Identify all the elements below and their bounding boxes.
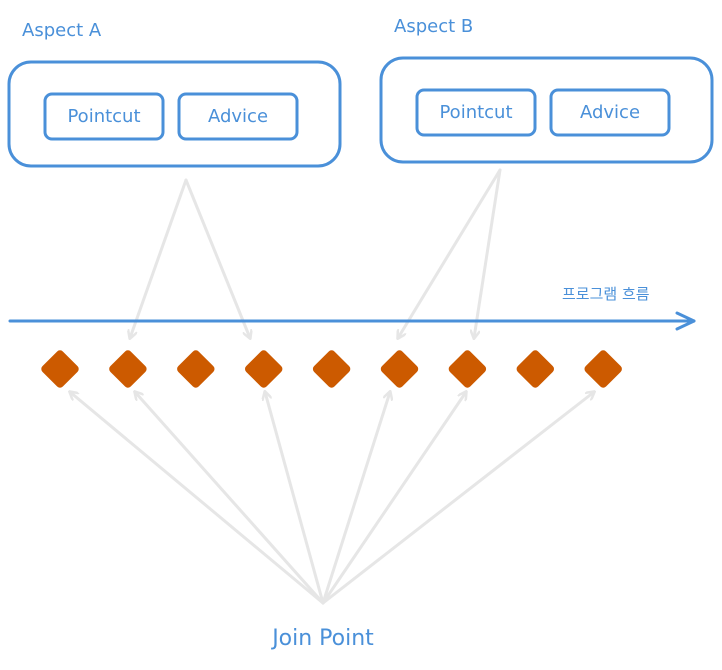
aspect-b-arrow-2 [474,168,502,338]
join-points [41,350,622,388]
join-point-diamond [312,350,351,388]
aspect-a-arrow-2 [184,178,250,338]
aspect-b-box [379,56,714,164]
jp-arrow-1 [70,392,325,605]
jp-arrow-5 [321,392,466,605]
join-point-diamond [177,350,215,388]
join-point-diamond [448,350,487,388]
aspect-b-pointcut-box [415,88,537,137]
jp-arrow-4 [321,392,390,605]
join-point-diamond [380,350,419,388]
aspect-a-advice-label: Advice [208,106,268,127]
join-point-arrows [70,392,594,605]
aspect-a-box [7,60,342,168]
aspect-a-pointcut-box [43,92,165,141]
join-point-diamond [109,350,147,388]
join-point-diamond [244,350,283,388]
aspect-a-pointcut-label: Pointcut [67,106,140,127]
jp-arrow-6 [321,392,594,605]
jp-arrow-2 [135,392,325,605]
aspect-arrows [130,168,502,338]
join-point-diamond [41,350,79,388]
program-flow-label: 프로그램 흐름 [562,285,650,303]
aspect-b-arrow-1 [398,168,502,338]
join-point-diamond [516,350,555,388]
aspect-a-advice-box [177,92,299,141]
join-point-diamond [584,350,622,388]
aspect-b-pointcut-label: Pointcut [439,102,512,123]
aspect-b-advice-box [549,88,671,137]
aspect-b-advice-label: Advice [580,102,640,123]
jp-arrow-3 [265,392,325,605]
aspect-a-title: Aspect A [22,20,102,41]
aspect-a-arrow-1 [130,178,188,338]
join-point-label: Join Point [270,626,374,651]
aspect-b-title: Aspect B [394,16,473,37]
